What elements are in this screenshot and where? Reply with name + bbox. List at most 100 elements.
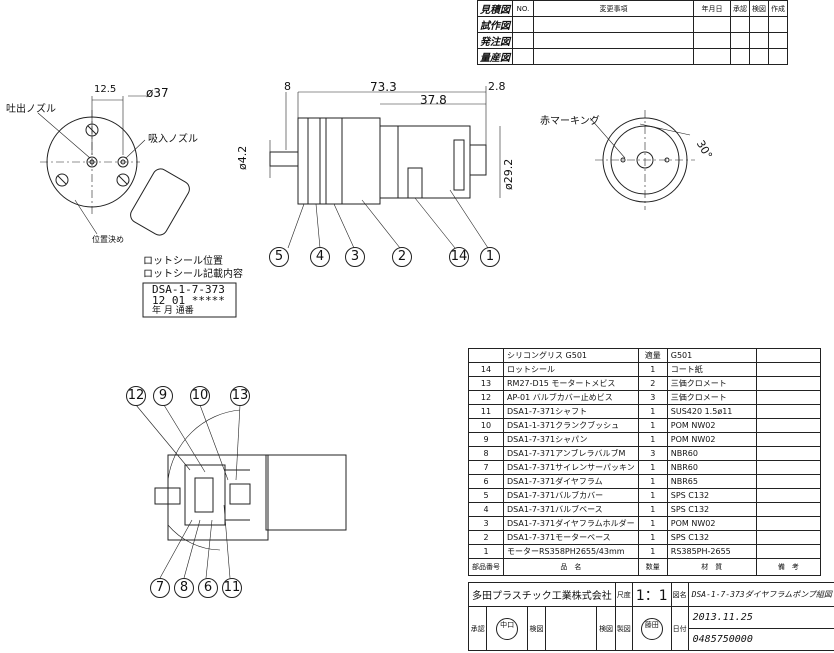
bom-qty: 適量	[637, 348, 668, 363]
bom-qty: 3	[637, 390, 668, 405]
bom-no: 6	[468, 474, 504, 489]
bom-no: 14	[468, 362, 504, 377]
bom-name: AP-01 バルブカバー止めビス	[503, 390, 639, 405]
bom-qty: 1	[637, 418, 668, 433]
bom-qty: 1	[637, 544, 668, 559]
bom-no: 1	[468, 544, 504, 559]
bom-qty: 1	[637, 516, 668, 531]
lot-seal-line-2: 12 01 *****	[152, 294, 225, 307]
bom-header-no: 部品番号	[468, 558, 504, 576]
bom-material: SPS C132	[666, 488, 757, 503]
bom-material: SUS420 1.5ø11	[666, 404, 757, 419]
bom-qty: 1	[637, 502, 668, 517]
dim-diameter: ø37	[146, 86, 169, 100]
bom-material: G501	[666, 348, 757, 363]
bom-material: POM NW02	[666, 516, 757, 531]
bom-header-qty: 数量	[637, 558, 668, 576]
bom-material: SPS C132	[666, 502, 757, 517]
title-block: 多田プラスチック工業株式会社 尺度 1：1 図名 DSA-1-7-373ダイヤフ…	[467, 582, 834, 651]
balloon-part: 11	[222, 578, 242, 598]
bom-qty: 2	[637, 376, 668, 391]
dim-total-length: 73.3	[370, 80, 397, 94]
section-view-drawing	[135, 404, 347, 579]
lot-seal-line-3: 年 月 通番	[152, 306, 194, 316]
bom-qty: 1	[637, 530, 668, 545]
drawing-name: DSA-1-7-373ダイヤフラムポンプ組図	[687, 582, 834, 607]
front-view-drawing	[37, 95, 190, 236]
date-value: 2013.11.25	[688, 607, 834, 629]
bom-qty: 1	[637, 460, 668, 475]
bom-material: POM NW02	[666, 418, 757, 433]
lot-seal-caption-1: ロットシール位置	[143, 256, 223, 267]
bom-no: 9	[468, 432, 504, 447]
bom-name: DSA1-7-371モーターベース	[503, 530, 639, 545]
bom-name: DSA1-7-371バルブベース	[503, 502, 639, 517]
scale-value: 1：1	[631, 582, 672, 607]
bom-no: 11	[468, 404, 504, 419]
bom-name: DSA1-7-371バルブカバー	[503, 488, 639, 503]
inspect-label: 検図	[526, 606, 547, 651]
label-positioning: 位置決め	[92, 235, 124, 244]
bom-no: 7	[468, 460, 504, 475]
bom-qty: 3	[637, 446, 668, 461]
bom-name: DSA1-7-371ダイヤフラムホルダー	[503, 516, 639, 531]
dim-body-diameter: ø29.2	[502, 158, 515, 190]
balloon-part: 13	[230, 386, 250, 406]
bom-material: 三価クロメート	[666, 390, 757, 405]
bom-header-name: 品 名	[503, 558, 639, 576]
balloon-part: 1	[480, 247, 500, 267]
bom-qty: 1	[637, 404, 668, 419]
date-label: 日付	[670, 606, 689, 651]
bom-name: シリコングリス G501	[503, 348, 639, 363]
bom-qty: 1	[637, 474, 668, 489]
side-view-drawing	[269, 86, 501, 249]
bom-qty: 1	[637, 488, 668, 503]
bom-no: 12	[468, 390, 504, 405]
label-outlet-nozzle: 吐出ノズル	[6, 104, 56, 115]
drawing-number: 0485750000	[692, 634, 753, 645]
label-inlet-nozzle: 吸入ノズル	[148, 134, 198, 145]
balloon-part: 5	[269, 247, 289, 267]
dim-shaft-diameter: ø4.2	[236, 145, 249, 170]
bom-name: RM27-D15 モータートメビス	[503, 376, 639, 391]
bom-name: ロットシール	[503, 362, 639, 377]
scale-label: 尺度	[614, 582, 633, 607]
lot-seal-box	[142, 282, 237, 318]
bom-name: DSA1-7-371ダイヤフラム	[503, 474, 639, 489]
balloon-part: 9	[153, 386, 173, 406]
inspect2-label: 検図	[596, 606, 616, 651]
revision-table: 見積図 NO. 変更事項 年月日 承認 検図 作成 試作図 発注図 量産図	[477, 0, 788, 65]
dim-right-offset: 2.8	[488, 80, 506, 93]
bom-name: DSA1-7-371シャフト	[503, 404, 639, 419]
lot-seal-content: DSA-1-7-373 12 01 ***** 年 月 通番	[152, 284, 225, 317]
balloon-part: 6	[198, 578, 218, 598]
drawing-name-label: 図名	[670, 582, 689, 607]
approve-label: 承認	[467, 606, 488, 651]
balloon-part: 3	[345, 247, 365, 267]
bom-material: NBR65	[666, 474, 757, 489]
approve-stamp: 中口	[496, 617, 519, 640]
col-create: 作成	[768, 0, 788, 17]
bom-no: 8	[468, 446, 504, 461]
dim-offset: 12.5	[94, 84, 117, 95]
dim-motor-length: 37.8	[420, 93, 447, 107]
bom-no: 3	[468, 516, 504, 531]
balloon-part: 14	[449, 247, 469, 267]
bom-material: RS385PH-2655	[666, 544, 757, 559]
draw-stamp: 藤田	[640, 617, 663, 640]
bom-header-material: 材 質	[666, 558, 757, 576]
dim-left-offset: 8	[284, 80, 291, 93]
draw-label: 製図	[614, 606, 633, 651]
balloon-part: 2	[392, 247, 412, 267]
